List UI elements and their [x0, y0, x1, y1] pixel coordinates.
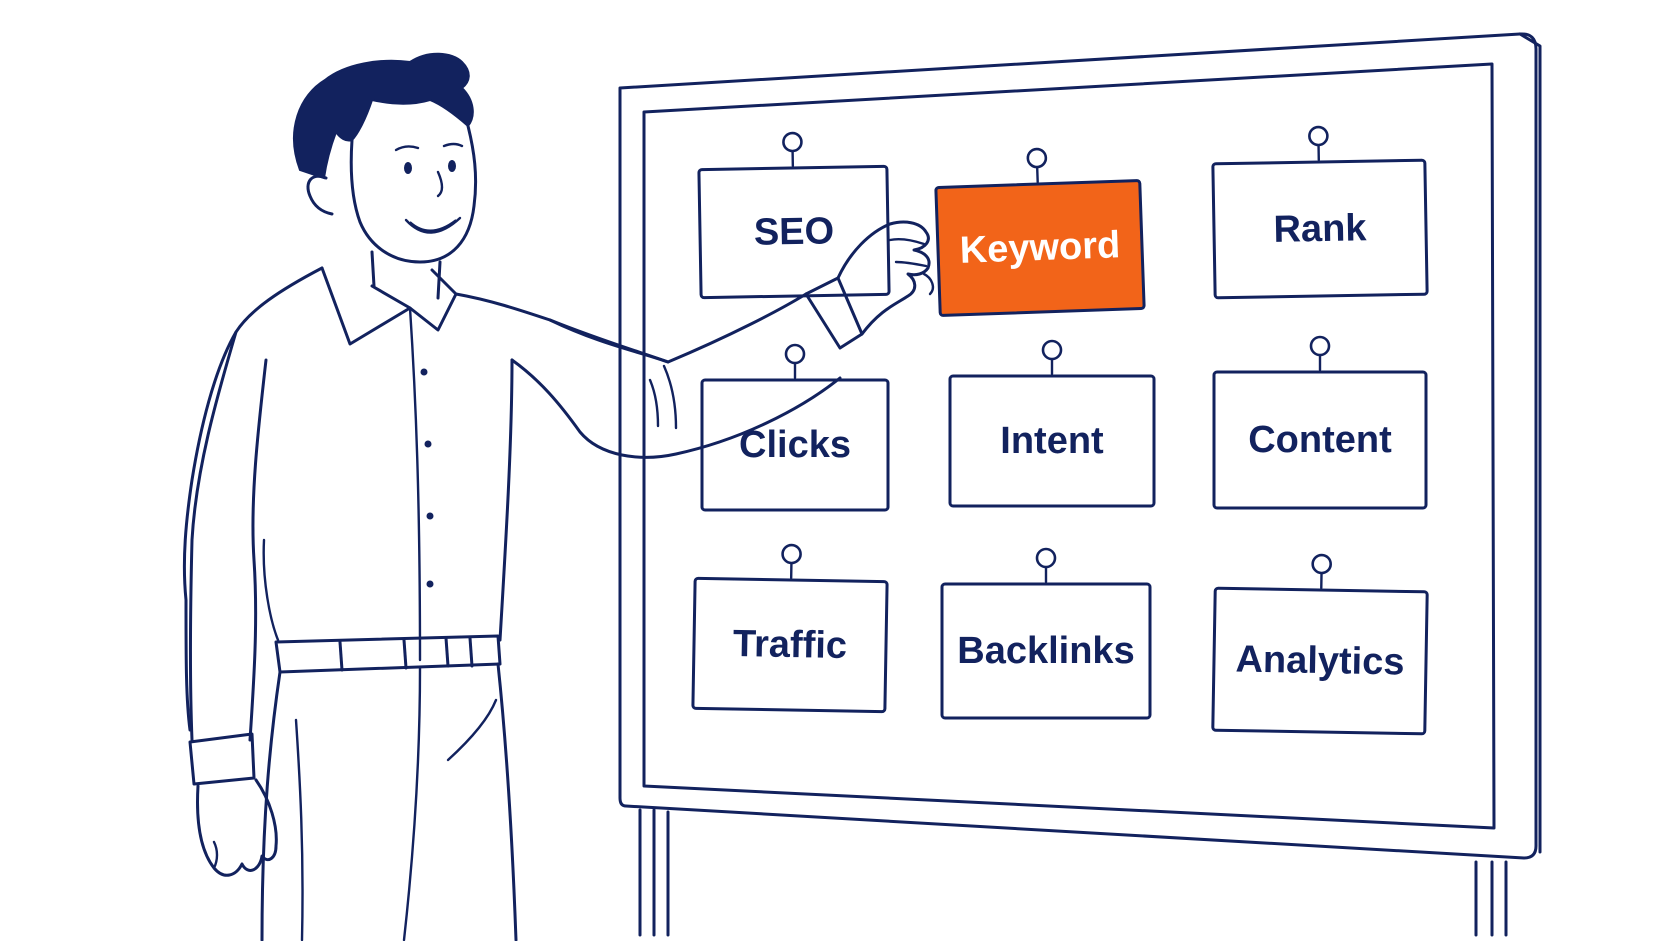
card-body — [1211, 586, 1429, 736]
belt — [274, 634, 502, 674]
pin-icon — [784, 343, 806, 365]
card-label-clicks: Clicks — [739, 424, 851, 466]
pin-icon — [1026, 147, 1048, 169]
hair — [293, 52, 474, 180]
card-backlinks: Backlinks — [940, 547, 1152, 720]
shirt — [182, 266, 324, 732]
card-content: Content — [1212, 335, 1428, 510]
left-hand — [196, 778, 278, 877]
card-body — [700, 378, 890, 512]
pin-icon — [782, 131, 803, 153]
pin-icon — [1309, 335, 1331, 357]
pin-icon — [1311, 553, 1332, 575]
card-label-keyword: Keyword — [959, 224, 1121, 272]
card-body — [691, 576, 889, 714]
pants — [260, 670, 282, 941]
pin-icon — [781, 543, 802, 565]
card-body — [697, 164, 891, 300]
card-label-traffic: Traffic — [733, 623, 848, 667]
board — [618, 32, 1542, 937]
card-seo: SEO — [697, 131, 891, 300]
pin-icon — [1035, 547, 1057, 569]
card-body — [934, 179, 1146, 317]
card-intent: Intent — [948, 339, 1156, 508]
pin-icon — [1041, 339, 1063, 361]
card-label-rank: Rank — [1273, 207, 1368, 251]
card-label-seo: SEO — [754, 210, 835, 253]
left-arm — [189, 330, 238, 742]
card-rank: Rank — [1211, 125, 1429, 300]
card-label-analytics: Analytics — [1235, 639, 1405, 684]
card-label-content: Content — [1248, 419, 1392, 461]
left-eye — [404, 162, 412, 174]
card-body — [1212, 370, 1428, 510]
right-eye — [448, 160, 456, 172]
collar — [320, 266, 458, 346]
right-hand — [836, 220, 931, 336]
card-clicks: Clicks — [700, 343, 890, 512]
board-legs — [638, 808, 1508, 937]
card-body — [1211, 158, 1429, 300]
pin-icon — [1308, 125, 1329, 147]
right-arm — [510, 358, 842, 459]
card-body — [940, 582, 1152, 720]
face — [349, 124, 478, 264]
card-label-intent: Intent — [1000, 420, 1104, 462]
ear — [306, 174, 334, 216]
card-traffic: Traffic — [691, 543, 889, 714]
card-analytics: Analytics — [1211, 553, 1429, 736]
card-body — [948, 374, 1156, 508]
card-label-backlinks: Backlinks — [957, 630, 1134, 672]
person — [182, 52, 935, 941]
card-keyword: Keyword — [934, 147, 1146, 317]
